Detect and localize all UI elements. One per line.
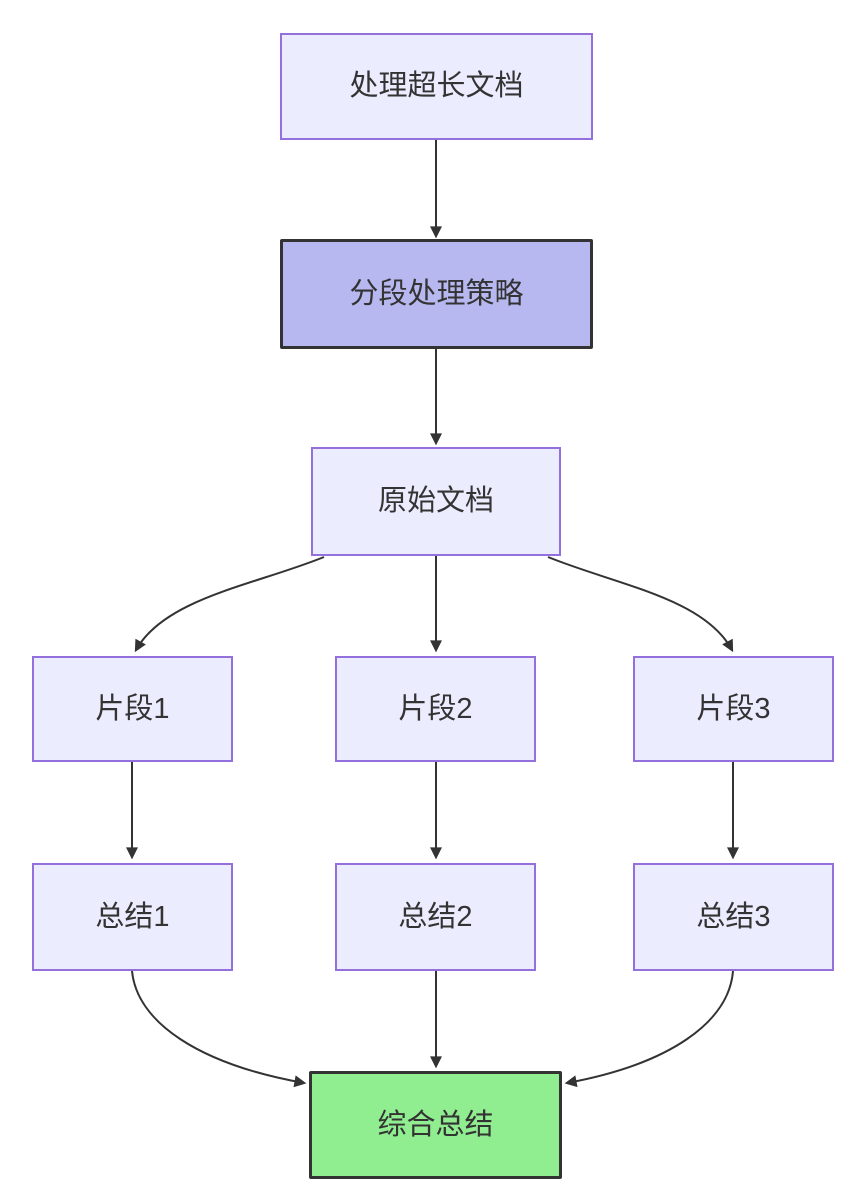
node-sum3-label: 总结3	[696, 900, 771, 933]
node-original: 原始文档	[311, 447, 561, 556]
node-seg2: 片段2	[335, 656, 536, 762]
node-final: 综合总结	[309, 1071, 562, 1179]
node-seg1-label: 片段1	[95, 692, 170, 725]
node-seg3: 片段3	[633, 656, 834, 762]
node-sum2-label: 总结2	[398, 900, 473, 933]
node-seg1: 片段1	[32, 656, 233, 762]
edge-original-seg3	[547, 556, 734, 653]
node-strategy: 分段处理策略	[280, 239, 593, 349]
node-strategy-label: 分段处理策略	[349, 277, 524, 310]
node-sum1-label: 总结1	[95, 900, 170, 933]
edge-original-seg1	[134, 556, 325, 653]
node-seg2-label: 片段2	[398, 692, 473, 725]
edge-sum3-final	[564, 970, 734, 1088]
node-sum1: 总结1	[32, 863, 233, 971]
node-doc: 处理超长文档	[280, 33, 593, 140]
node-sum2: 总结2	[335, 863, 536, 971]
node-seg3-label: 片段3	[696, 692, 771, 725]
node-final-label: 综合总结	[377, 1108, 494, 1141]
node-doc-label: 处理超长文档	[349, 70, 524, 103]
node-original-label: 原始文档	[377, 485, 494, 518]
edge-sum1-final	[131, 970, 307, 1088]
node-sum3: 总结3	[633, 863, 834, 971]
